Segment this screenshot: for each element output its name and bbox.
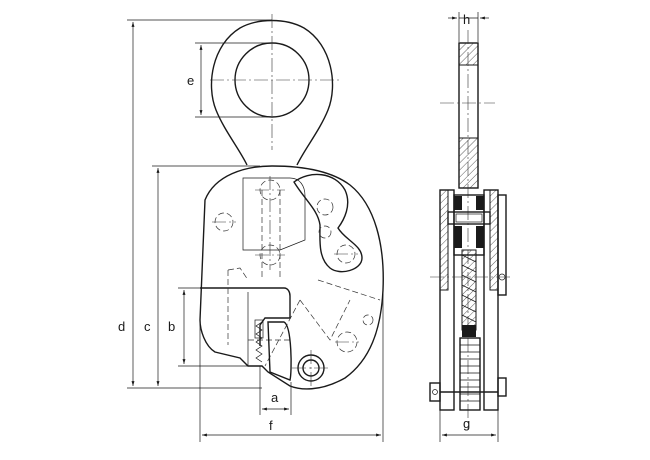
front-view: d c b e a [118,14,384,442]
dimension-f: f [199,290,384,442]
lifting-eye [210,14,340,166]
dimension-h: h [448,12,489,42]
dimension-label-f: f [269,418,273,433]
clamp-body [199,165,384,390]
dimension-label-a: a [271,390,279,405]
dimension-label-c: c [144,319,151,334]
dimension-d: d [118,19,272,389]
dimension-c: c [144,165,260,386]
dimension-g: g [439,410,499,442]
dimension-label-g: g [463,416,470,431]
side-view: h g [429,12,512,442]
dimension-label-e: e [187,73,194,88]
dimension-a: a [259,366,292,415]
dimension-e: e [187,42,270,118]
dimension-label-b: b [168,319,175,334]
dimension-label-h: h [463,12,470,27]
dimension-label-d: d [118,319,125,334]
dimension-b: b [168,287,262,367]
